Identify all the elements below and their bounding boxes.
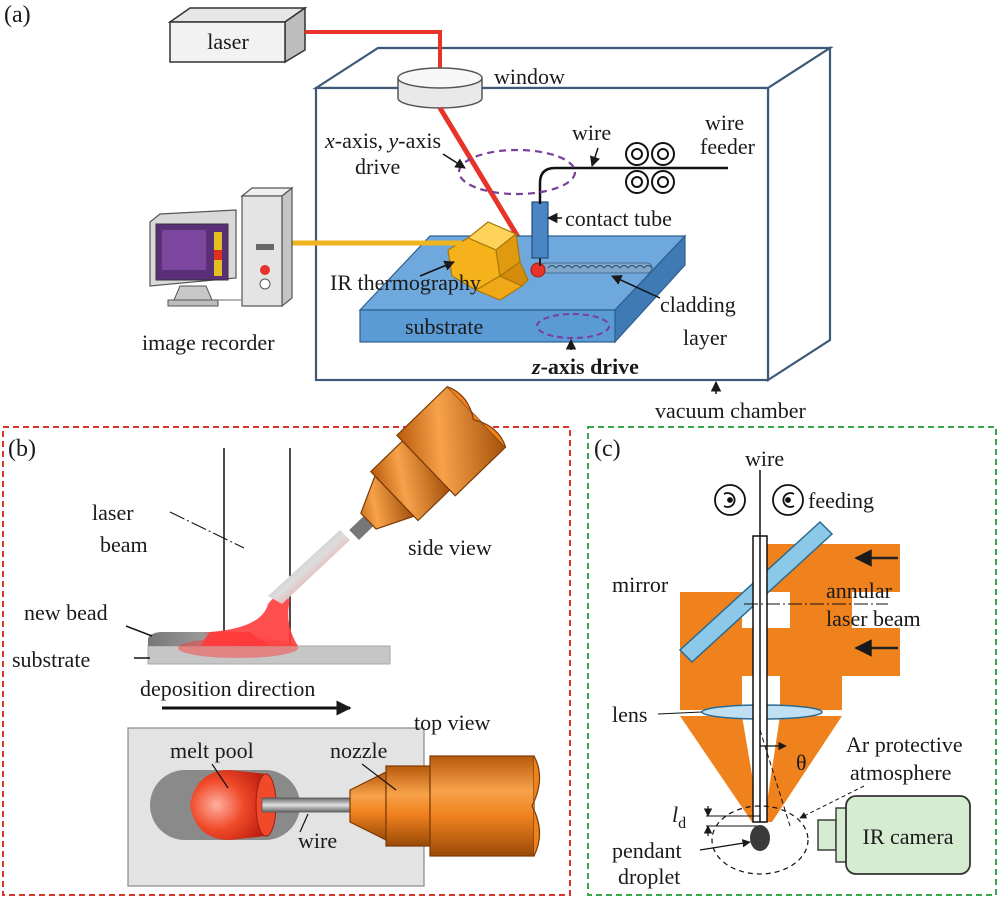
nozzle-leader bbox=[361, 763, 397, 791]
wire-leader bbox=[590, 147, 600, 167]
laser-box: laser bbox=[167, 6, 308, 64]
window-label: window bbox=[494, 64, 565, 89]
annular-label-2: laser beam bbox=[826, 606, 921, 631]
new-bead-leader bbox=[125, 625, 153, 637]
melt-pool-label: melt pool bbox=[170, 738, 254, 763]
side-view-label: side view bbox=[408, 535, 492, 560]
laser-beam-label-2: beam bbox=[100, 532, 148, 557]
pendant-droplet bbox=[750, 825, 770, 851]
focused-beam-left bbox=[680, 716, 760, 822]
theta-label: θ bbox=[796, 750, 807, 775]
ir-camera-label: IR camera bbox=[863, 824, 954, 849]
image-recorder-computer bbox=[149, 186, 294, 308]
lens-leader bbox=[657, 711, 703, 715]
laser-beam-label-1: laser bbox=[92, 500, 134, 525]
annular-label-1: annular bbox=[826, 578, 893, 603]
deposition-direction-label: deposition direction bbox=[140, 676, 315, 701]
mirror-label: mirror bbox=[612, 572, 669, 597]
contact-tube bbox=[531, 201, 549, 259]
laser-label: laser bbox=[207, 29, 249, 54]
panel-c-border bbox=[587, 426, 997, 896]
wire-path bbox=[538, 166, 728, 204]
melt-pool-leader bbox=[211, 763, 229, 789]
wire-feeder-rollers bbox=[625, 142, 675, 194]
ar-leader bbox=[799, 785, 865, 819]
melt-pool-top bbox=[190, 770, 266, 840]
contact-tube-label: contact tube bbox=[565, 206, 672, 231]
nozzle-top bbox=[349, 755, 541, 857]
laser-beam-path bbox=[305, 30, 442, 80]
vacuum-chamber-label: vacuum chamber bbox=[655, 398, 807, 423]
pendant-label-1: pendant bbox=[612, 838, 682, 863]
wire-feeder-label-2: feeder bbox=[700, 134, 756, 159]
laser-beam-leader bbox=[169, 511, 245, 549]
substrate-label-b: substrate bbox=[12, 647, 90, 672]
beam-down-left bbox=[680, 676, 742, 710]
cladding-leader bbox=[611, 275, 661, 299]
panel-b: (b) laser beam substrate new bead side v… bbox=[2, 385, 571, 896]
pendant-leader bbox=[699, 839, 751, 851]
new-bead-label: new bead bbox=[24, 600, 108, 625]
cladding-label-2: layer bbox=[683, 325, 728, 350]
xy-drive-label-2: drive bbox=[355, 154, 400, 179]
wire-top bbox=[261, 797, 353, 813]
cladding-bead bbox=[539, 262, 653, 274]
wire-label-c: wire bbox=[745, 446, 784, 471]
wire-feeder-label-1: wire bbox=[705, 110, 744, 135]
beam-down-right bbox=[780, 676, 842, 710]
ir-camera: IR camera bbox=[817, 795, 971, 875]
beam-vertical-right bbox=[790, 544, 852, 676]
wire-leader-b bbox=[299, 813, 309, 833]
xy-drive-leader bbox=[442, 153, 466, 169]
ir-thermography-camera bbox=[447, 221, 529, 301]
ir-thermography-label: IR thermography bbox=[330, 270, 481, 295]
melt-spot bbox=[530, 262, 546, 278]
ir-thermography-leader bbox=[419, 260, 455, 277]
substrate-label: substrate bbox=[405, 314, 483, 339]
feeding-label: feeding bbox=[808, 488, 874, 513]
nozzle-side bbox=[349, 385, 507, 541]
ld-label: ld bbox=[672, 802, 686, 832]
xy-drive-ellipse bbox=[457, 148, 577, 196]
z-drive-label: z-axis drive bbox=[531, 354, 639, 379]
panel-b-tag: (b) bbox=[8, 436, 36, 462]
top-view-label: top view bbox=[414, 710, 490, 735]
lens-label: lens bbox=[612, 702, 647, 727]
panel-b-border bbox=[2, 426, 571, 896]
feeding-rollers bbox=[714, 484, 804, 516]
wire-side bbox=[268, 530, 350, 604]
nozzle-label: nozzle bbox=[330, 738, 387, 763]
cladding-label-1: cladding bbox=[660, 292, 736, 317]
z-drive-ellipse bbox=[536, 313, 610, 339]
xy-drive-label-1: x-axis, y-axis bbox=[324, 128, 441, 153]
pendant-label-2: droplet bbox=[618, 864, 680, 889]
ar-label-1: Ar protective bbox=[846, 732, 963, 757]
ar-label-2: atmosphere bbox=[850, 760, 951, 785]
melt-pool-side bbox=[200, 590, 298, 646]
panel-a-tag: (a) bbox=[4, 2, 31, 28]
wire-label-b: wire bbox=[298, 828, 337, 853]
panel-a: (a) laser window substra bbox=[4, 2, 834, 423]
panel-c: (c) mirror lens wire feeding bbox=[587, 426, 997, 896]
panel-c-tag: (c) bbox=[594, 436, 621, 462]
image-recorder-label: image recorder bbox=[142, 330, 275, 355]
window: window bbox=[397, 64, 565, 109]
ar-atmosphere-ellipse bbox=[711, 805, 809, 875]
wire-label: wire bbox=[572, 120, 611, 145]
